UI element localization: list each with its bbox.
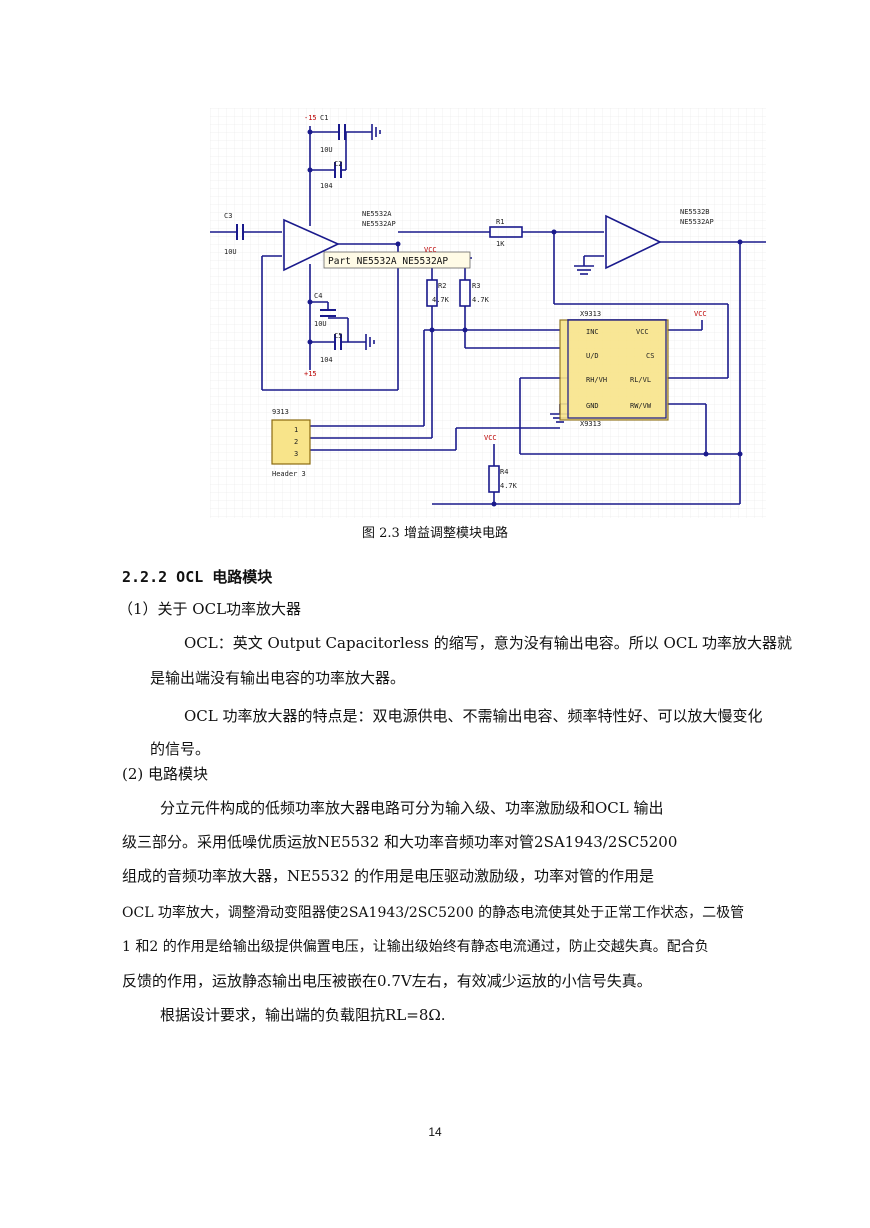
label-header-ref: 9313: [272, 408, 289, 416]
paragraph-6: (2) 电路模块: [122, 765, 209, 783]
label-c4-val: 10U: [314, 320, 327, 328]
label-c3-val: 10U: [224, 248, 237, 256]
paragraph-8: 级三部分。采用低噪优质运放NE5532 和大功率音频功率对管2SA1943/2S…: [122, 833, 678, 851]
page-number: 14: [428, 1125, 442, 1139]
label-u1b: NE5532B: [680, 208, 710, 216]
label-c5-val: 104: [320, 356, 333, 364]
header-pin-3: 3: [294, 450, 298, 458]
pin-vcc: VCC: [636, 328, 649, 336]
label-u1b-part: NE5532AP: [680, 218, 714, 226]
pin-cs: CS: [646, 352, 654, 360]
paragraph-1: （1）关于 OCL功率放大器: [118, 600, 302, 618]
label-r1-val: 1K: [496, 240, 505, 248]
label-c1: C1: [320, 114, 328, 122]
part-tooltip: Part NE5532A NE5532AP: [328, 256, 448, 267]
paragraph-9: 组成的音频功率放大器，NE5532 的作用是电压驱动激励级，功率对管的作用是: [122, 867, 655, 885]
label-c5: C5: [334, 332, 342, 340]
label-r3: R3: [472, 282, 480, 290]
label-c2-val: 104: [320, 182, 333, 190]
label-r4-val: 4.7K: [500, 482, 518, 490]
label-r2-val: 4.7K: [432, 296, 450, 304]
paragraph-3: 是输出端没有输出电容的功率放大器。: [150, 669, 406, 687]
label-r2: R2: [438, 282, 446, 290]
label-header-name: Header 3: [272, 470, 306, 478]
pin-inc: INC: [586, 328, 599, 336]
label-c2: C2: [334, 160, 342, 168]
paragraph-11: 1 和2 的作用是给输出级提供偏置电压，让输出级始终有静态电流通过，防止交越失真…: [122, 939, 709, 955]
label-c3: C3: [224, 212, 232, 220]
label-c4: C4: [314, 292, 322, 300]
label-x9313: X9313: [580, 310, 601, 318]
circuit-schematic: -15 C1 10U C2 104 C3 10U NE5532A NE5532A…: [210, 108, 766, 518]
figure-caption: 图 2.3 增益调整模块电路: [362, 526, 508, 541]
pin-ud: U/D: [586, 352, 599, 360]
label-vcc2: VCC: [694, 310, 707, 318]
label-u1a-part: NE5532AP: [362, 220, 396, 228]
label-vcc1: VCC: [424, 246, 437, 254]
paragraph-4: OCL 功率放大器的特点是：双电源供电、不需输出电容、频率特性好、可以放大慢变化: [184, 707, 763, 725]
label-r1: R1: [496, 218, 504, 226]
pin-gnd: GND: [586, 402, 599, 410]
label-r4: R4: [500, 468, 508, 476]
label-r3-val: 4.7K: [472, 296, 490, 304]
pin-rw: RW/VW: [630, 402, 652, 410]
label-neg15: -15: [304, 114, 317, 122]
label-vcc3: VCC: [484, 434, 497, 442]
header-pin-2: 2: [294, 438, 298, 446]
header-pin-1: 1: [294, 426, 298, 434]
label-x9313-bottom: X9313: [580, 420, 601, 428]
paragraph-10: OCL 功率放大，调整滑动变阻器使2SA1943/2SC5200 的静态电流使其…: [122, 905, 745, 921]
pin-rh: RH/VH: [586, 376, 607, 384]
label-pos15: +15: [304, 370, 317, 378]
paragraph-7: 分立元件构成的低频功率放大器电路可分为输入级、功率激励级和OCL 输出: [160, 799, 664, 817]
paragraph-13: 根据设计要求，输出端的负载阻抗RL=8Ω.: [160, 1006, 446, 1024]
paragraph-12: 反馈的作用，运放静态输出电压被嵌在0.7V左右，有效减少运放的小信号失真。: [122, 972, 652, 990]
paragraph-5: 的信号。: [150, 740, 211, 758]
label-c1-val: 10U: [320, 146, 333, 154]
label-u1a: NE5532A: [362, 210, 392, 218]
paragraph-2: OCL：英文 Output Capacitorless 的缩写，意为没有输出电容…: [184, 634, 793, 652]
pin-rl: RL/VL: [630, 376, 651, 384]
section-heading: 2.2.2 OCL 电路模块: [122, 568, 273, 586]
